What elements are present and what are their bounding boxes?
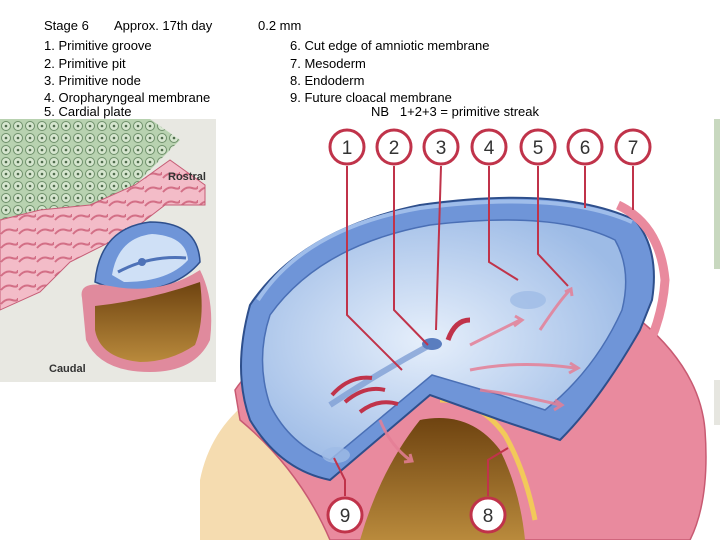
marker-2: 2: [377, 130, 411, 164]
svg-text:3: 3: [436, 138, 447, 159]
marker-4: 4: [472, 130, 506, 164]
svg-text:7: 7: [628, 138, 639, 159]
svg-text:2: 2: [389, 138, 400, 159]
svg-text:5: 5: [533, 138, 544, 159]
marker-7: 7: [616, 130, 650, 164]
svg-text:4: 4: [484, 138, 495, 159]
oropharyngeal-membrane: [510, 291, 546, 309]
inset-label-rostral: Rostral: [168, 171, 206, 183]
svg-text:9: 9: [340, 506, 351, 527]
svg-text:6: 6: [580, 138, 591, 159]
marker-1: 1: [330, 130, 364, 164]
svg-text:8: 8: [483, 506, 494, 527]
svg-text:1: 1: [342, 138, 353, 159]
marker-8: 8: [471, 498, 505, 532]
marker-5: 5: [521, 130, 555, 164]
inset-panel: Rostral Caudal: [0, 119, 216, 382]
edge-tissue-strip: [714, 119, 720, 269]
marker-9: 9: [328, 498, 362, 532]
marker-3: 3: [424, 130, 458, 164]
primitive-pit: [422, 338, 442, 350]
inset-label-caudal: Caudal: [49, 363, 86, 375]
edge-tissue-strip-2: [714, 380, 720, 425]
marker-6: 6: [568, 130, 602, 164]
